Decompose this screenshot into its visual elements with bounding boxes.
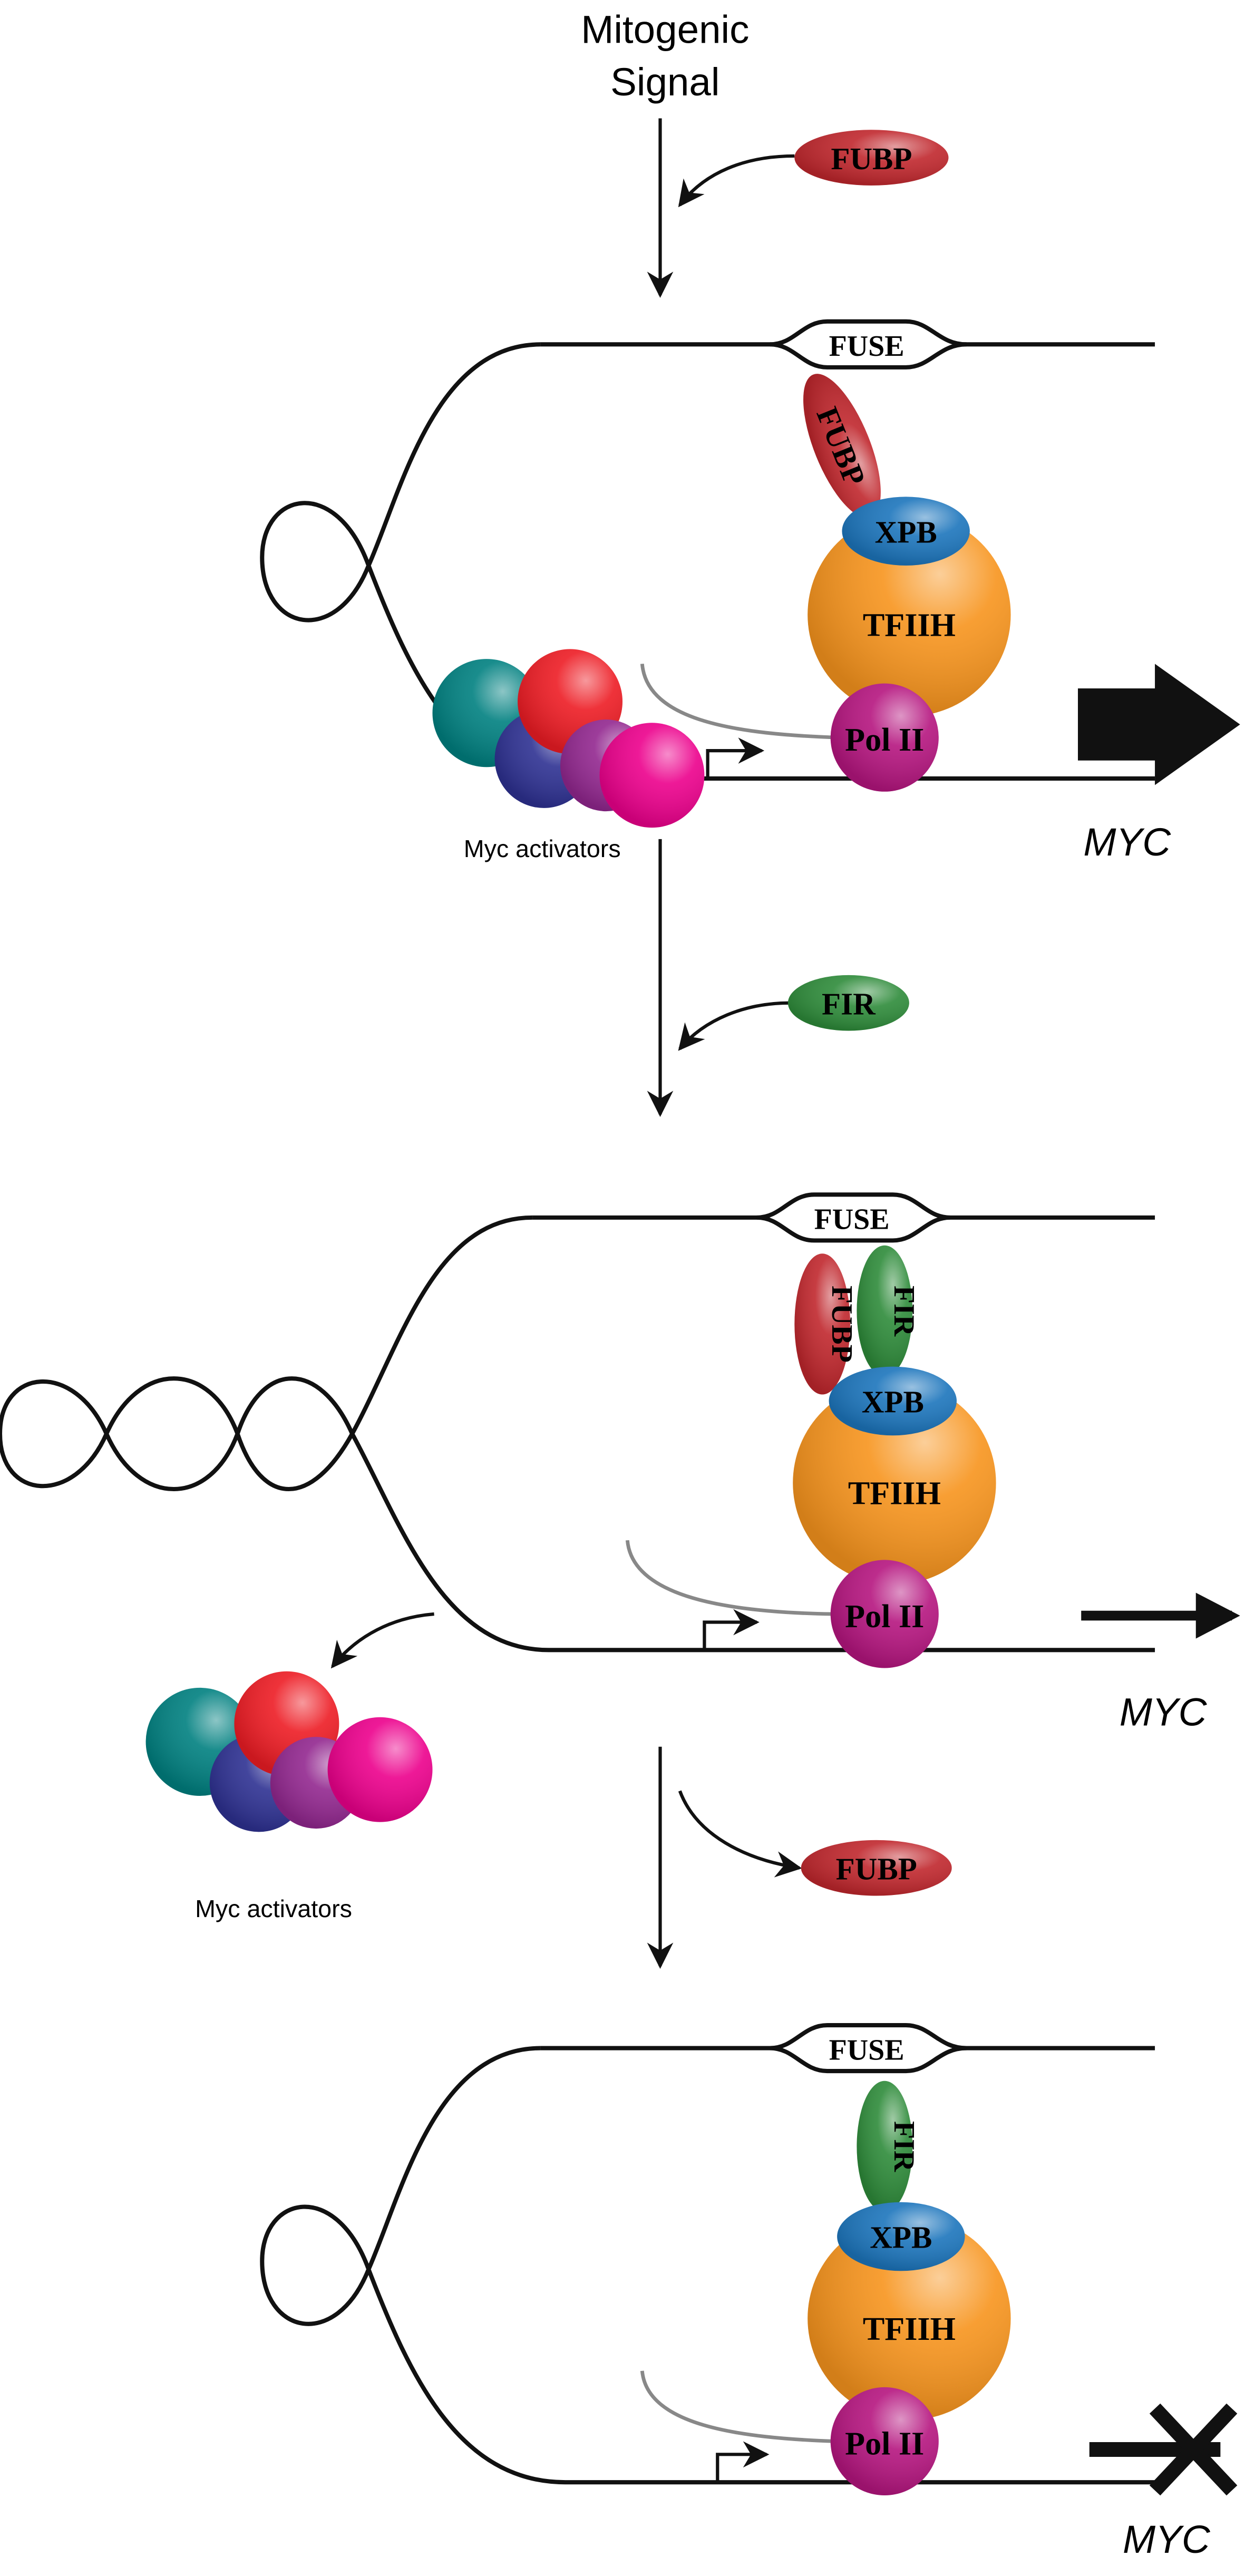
signal-label-line1: Mitogenic: [581, 7, 749, 51]
pol2-enzyme: Pol II: [830, 683, 939, 792]
svg-text:TFIIH: TFIIH: [863, 608, 956, 644]
xpb-subunit: XPB: [842, 497, 970, 566]
dna-loop-strand: [260, 2046, 1155, 2485]
fuse-bubble: [756, 1215, 950, 1243]
svg-text:Pol II: Pol II: [845, 722, 924, 758]
rna-transcript: [640, 664, 839, 740]
panel-3-silenced: FUSE FIR TFIIH XPB Pol II MYC: [260, 2023, 1238, 2561]
fubp-protein-released: FUBP: [801, 1840, 952, 1896]
fir-protein-bound: FIR: [857, 1245, 920, 1377]
fuse-bubble: [770, 2046, 967, 2074]
dna-loop-strand: [260, 342, 1155, 781]
fuse-label: FUSE: [814, 1203, 890, 1236]
signal-label-line2: Signal: [610, 60, 719, 104]
activators-label: Myc activators: [195, 1895, 352, 1922]
panel-2-repression: FUSE FUBP FIR TFIIH XPB Pol II: [0, 1192, 1240, 1922]
myc-activators-cluster: [145, 1671, 433, 1832]
promoter-arrow: [716, 2441, 770, 2483]
svg-text:XPB: XPB: [862, 1385, 924, 1420]
svg-text:Pol II: Pol II: [845, 2426, 924, 2462]
fuse-label: FUSE: [829, 2034, 904, 2066]
dna-double-loop-strand: [0, 1215, 1155, 1652]
activators-release-arrow: [330, 1612, 434, 1669]
x-block-icon: [1149, 2403, 1238, 2496]
pol2-enzyme: Pol II: [830, 2387, 939, 2496]
fubp-protein-bound: FUBP: [794, 1253, 858, 1395]
tfiih-complex: TFIIH: [808, 513, 1011, 716]
strong-transcription-arrow: [1077, 664, 1240, 785]
svg-text:FUBP: FUBP: [825, 1286, 858, 1363]
rna-transcript: [625, 1540, 832, 1616]
weak-transcription-arrow-head: [1195, 1592, 1240, 1639]
dna-top-strand: [540, 319, 1155, 347]
dna-top-strand: [532, 1192, 1155, 1220]
svg-text:FIR: FIR: [822, 986, 876, 1021]
fir-binding-arrow: [678, 1001, 790, 1051]
panel-1-activation: FUBP FUSE FUBP TFIIH XPB Pol II: [260, 118, 1240, 864]
myc-gene-label: MYC: [1083, 820, 1171, 864]
tfiih-complex: TFIIH: [808, 2217, 1011, 2421]
fubp-release-arrow: [678, 1790, 802, 1878]
fubp-protein-bound: FUBP: [803, 374, 881, 518]
xpb-subunit: XPB: [829, 1366, 957, 1436]
svg-text:XPB: XPB: [875, 514, 937, 549]
myc-activators-cluster: [432, 649, 705, 828]
svg-text:Pol II: Pol II: [845, 1599, 924, 1635]
myc-gene-label: MYC: [1123, 2517, 1211, 2561]
promoter-arrow: [703, 1609, 760, 1650]
rna-transcript: [640, 2370, 836, 2443]
fuse-label: FUSE: [829, 330, 904, 363]
fubp-binding-arrow: [678, 154, 795, 208]
tfiih-complex: TFIIH: [793, 1381, 996, 1585]
fubp-protein-free: FUBP: [794, 130, 949, 186]
svg-text:TFIIH: TFIIH: [848, 1476, 941, 1512]
fir-protein-free: FIR: [787, 975, 909, 1031]
pol2-enzyme: Pol II: [830, 1560, 939, 1668]
svg-text:FUBP: FUBP: [836, 1851, 917, 1886]
svg-text:FIR: FIR: [888, 1286, 920, 1337]
activators-label: Myc activators: [464, 835, 621, 862]
promoter-arrow: [706, 737, 765, 779]
fir-protein-bound: FIR: [857, 2081, 920, 2212]
svg-text:FIR: FIR: [888, 2121, 920, 2172]
dna-top-strand: [540, 2023, 1155, 2050]
myc-gene-label: MYC: [1120, 1689, 1208, 1734]
svg-text:XPB: XPB: [870, 2220, 932, 2255]
xpb-subunit: XPB: [837, 2202, 965, 2271]
svg-text:TFIIH: TFIIH: [863, 2311, 956, 2347]
svg-text:FUBP: FUBP: [831, 141, 912, 176]
fuse-bubble: [770, 342, 967, 370]
